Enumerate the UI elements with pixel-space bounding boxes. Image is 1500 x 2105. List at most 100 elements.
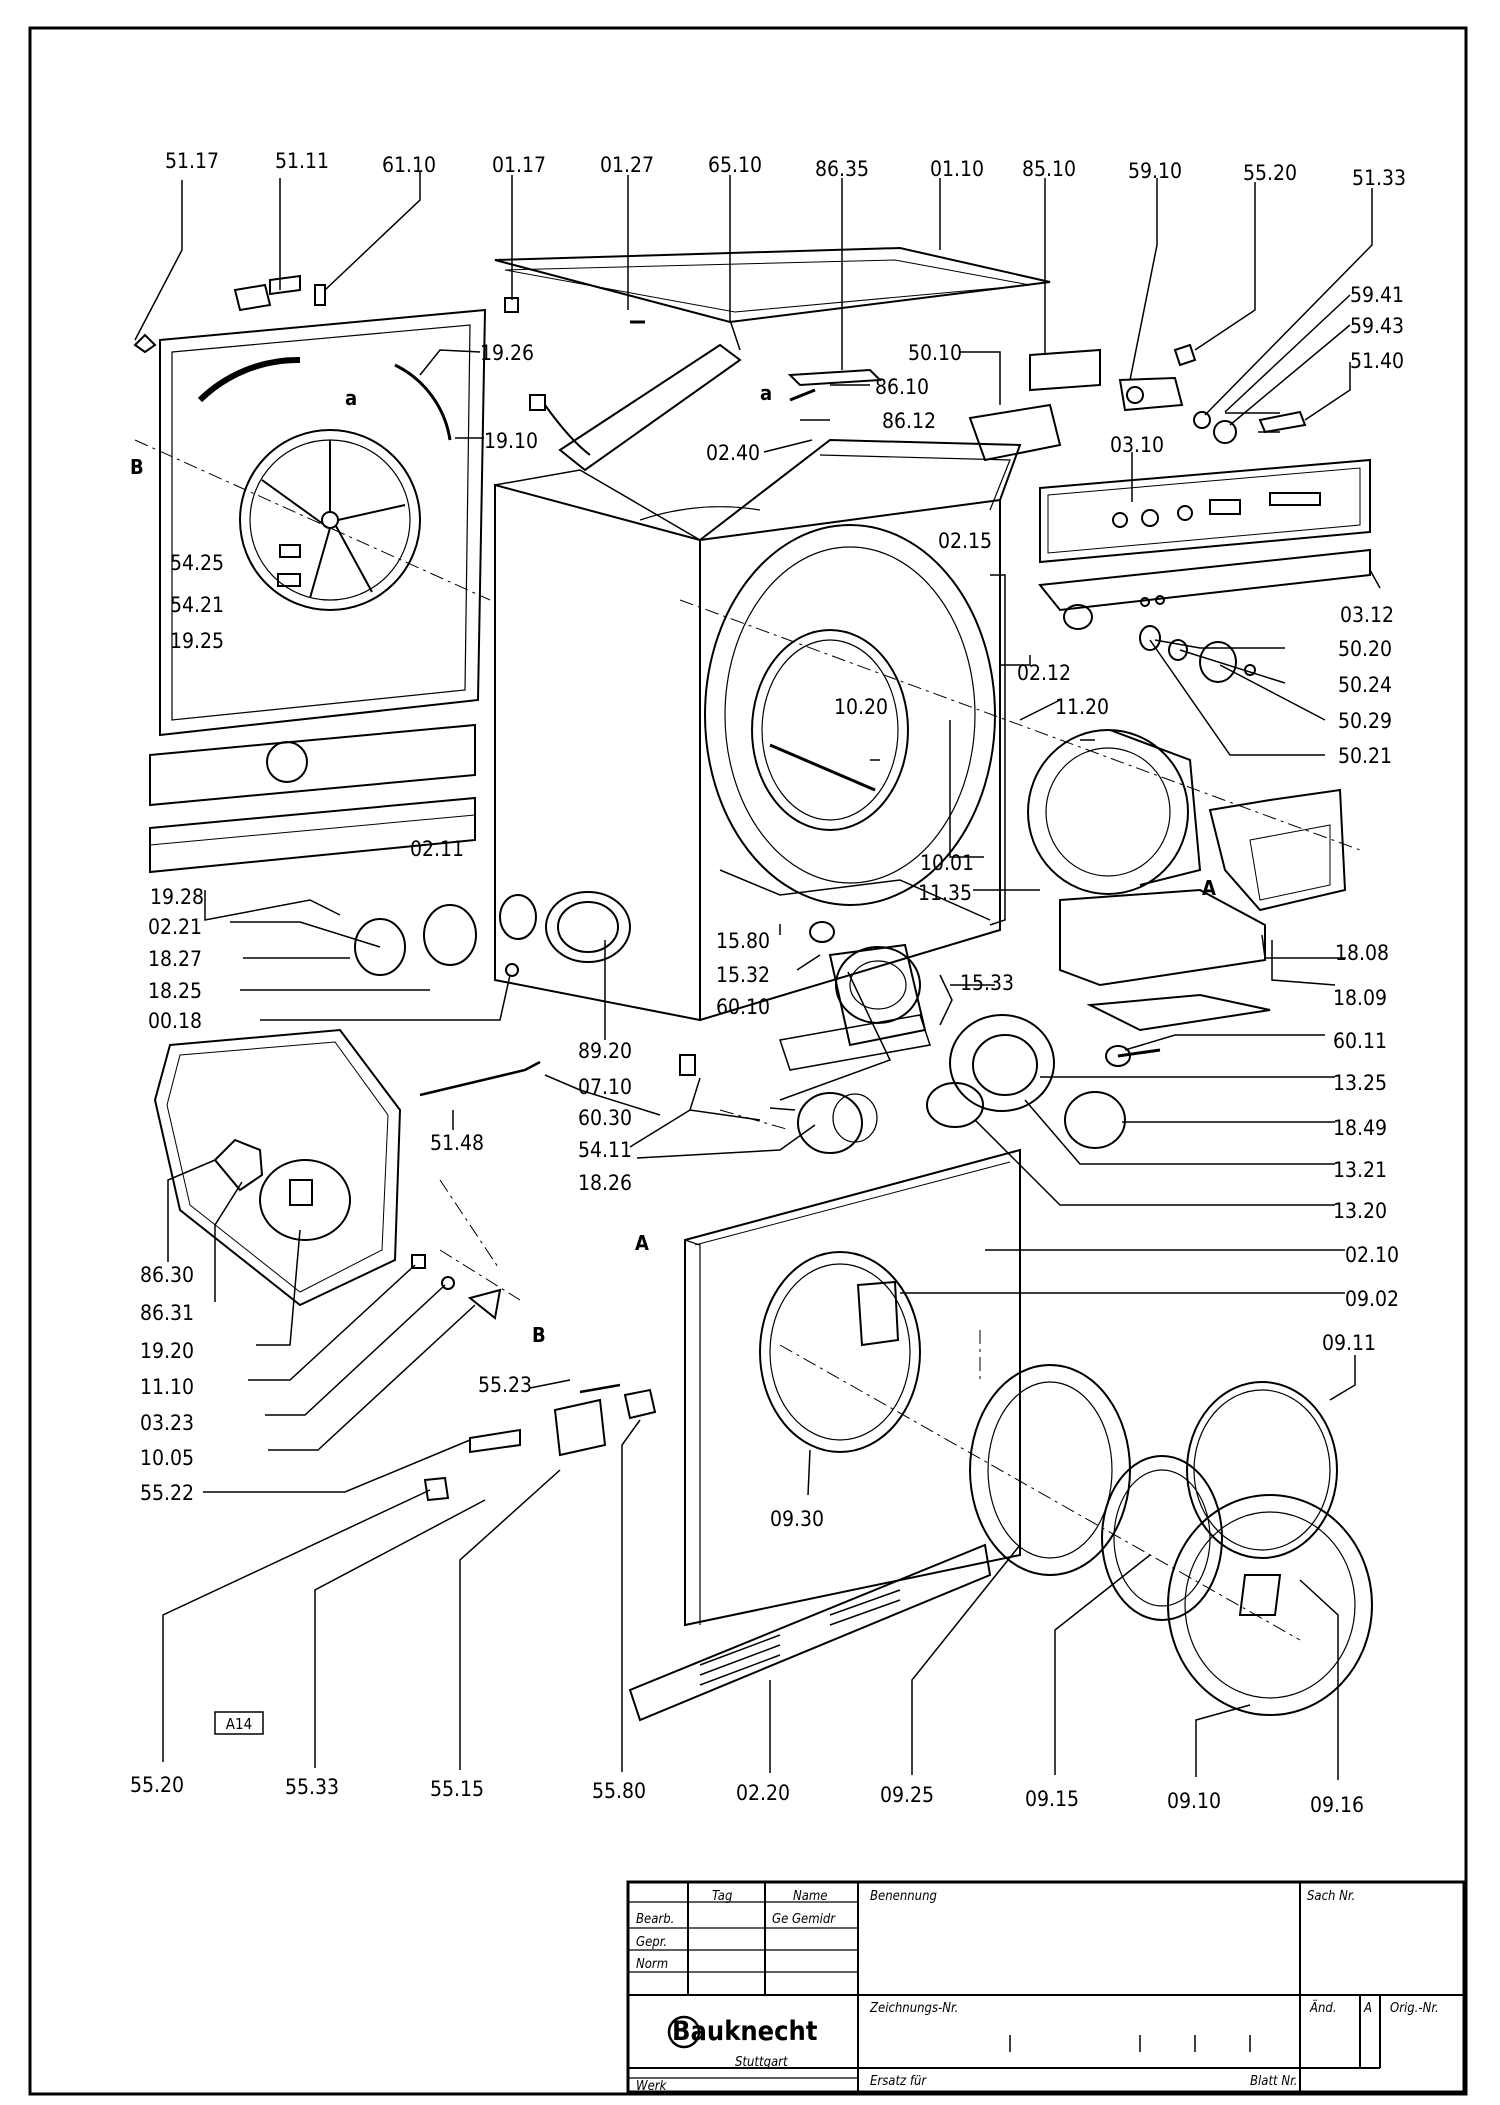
title-block-text: Tag Name Benennung Sach Nr. Bearb. Ge Ge… (636, 1889, 1439, 2094)
label-61.10: 61.10 (382, 153, 436, 177)
label-85.10: 85.10 (1022, 157, 1076, 181)
label-15.33: 15.33 (960, 971, 1014, 995)
label-15.32: 15.32 (716, 963, 770, 987)
label-02.15: 02.15 (938, 529, 992, 553)
label-51.11: 51.11 (275, 149, 329, 173)
leader-lines (134, 172, 1381, 1780)
label-55.23: 55.23 (478, 1373, 532, 1397)
label-60.10: 60.10 (716, 995, 770, 1019)
label-65.10: 65.10 (708, 153, 762, 177)
label-01.27: 01.27 (600, 153, 654, 177)
label-18.09: 18.09 (1333, 986, 1387, 1010)
label-11.35: 11.35 (918, 881, 972, 905)
label-51.17: 51.17 (165, 149, 219, 173)
ref-letter-A-2: A (635, 1231, 649, 1255)
label-55.20: 55.20 (1243, 161, 1297, 185)
label-50.20: 50.20 (1338, 637, 1392, 661)
label-55.15: 55.15 (430, 1777, 484, 1801)
label-01.10: 01.10 (930, 157, 984, 181)
tb-tag: Tag (712, 1889, 732, 1904)
label-89.20: 89.20 (578, 1039, 632, 1063)
label-09.25: 09.25 (880, 1783, 934, 1807)
label-02.10: 02.10 (1345, 1243, 1399, 1267)
label-02.11: 02.11 (410, 837, 464, 861)
label-50.24: 50.24 (1338, 673, 1392, 697)
label-11.10: 11.10 (140, 1375, 194, 1399)
label-55.33: 55.33 (285, 1775, 339, 1799)
tb-benennung: Benennung (870, 1889, 937, 1904)
company-city: Stuttgart (735, 2055, 788, 2070)
label-10.20: 10.20 (834, 695, 888, 719)
label-07.10: 07.10 (578, 1075, 632, 1099)
label-59.10: 59.10 (1128, 159, 1182, 183)
label-11.20: 11.20 (1055, 695, 1109, 719)
label-51.33: 51.33 (1352, 166, 1406, 190)
label-50.10: 50.10 (908, 341, 962, 365)
label-02.12: 02.12 (1017, 661, 1071, 685)
label-54.25: 54.25 (170, 551, 224, 575)
label-03.10: 03.10 (1110, 433, 1164, 457)
label-09.30: 09.30 (770, 1507, 824, 1531)
ref-letter-a-1: a (345, 386, 357, 410)
tb-bearb-name: Ge Gemidr (772, 1912, 836, 1927)
label-09.15: 09.15 (1025, 1787, 1079, 1811)
label-09.02: 09.02 (1345, 1287, 1399, 1311)
sheet-id-box (214, 1711, 264, 1735)
label-19.20: 19.20 (140, 1339, 194, 1363)
label-55.22: 55.22 (140, 1481, 194, 1505)
label-60.30: 60.30 (578, 1106, 632, 1130)
label-18.08: 18.08 (1335, 941, 1389, 965)
label-15.80: 15.80 (716, 929, 770, 953)
label-19.25: 19.25 (170, 629, 224, 653)
label-19.26: 19.26 (480, 341, 534, 365)
label-02.21: 02.21 (148, 915, 202, 939)
tb-norm: Norm (636, 1957, 668, 1972)
label-50.29: 50.29 (1338, 709, 1392, 733)
tb-blatt-nr: Blatt Nr. (1250, 2074, 1297, 2089)
label-54.11: 54.11 (578, 1138, 632, 1162)
tb-ersatz-fuer: Ersatz für (870, 2074, 927, 2089)
label-10.05: 10.05 (140, 1446, 194, 1470)
label-13.21: 13.21 (1333, 1158, 1387, 1182)
label-54.21: 54.21 (170, 593, 224, 617)
tb-gepr: Gepr. (636, 1935, 667, 1950)
label-55.80: 55.80 (592, 1779, 646, 1803)
logo-ring (667, 2015, 701, 2049)
tb-zeichnungs-nr: Zeichnungs-Nr. (869, 2001, 958, 2016)
label-86.12: 86.12 (882, 409, 936, 433)
label-55.20-bottom: 55.20 (130, 1773, 184, 1797)
label-03.23: 03.23 (140, 1411, 194, 1435)
label-60.11: 60.11 (1333, 1029, 1387, 1053)
part-number-labels: 51.17 51.11 61.10 01.17 01.27 65.10 86.3… (130, 149, 1406, 1817)
label-51.48: 51.48 (430, 1131, 484, 1155)
label-86.31: 86.31 (140, 1301, 194, 1325)
label-00.18: 00.18 (148, 1009, 202, 1033)
label-19.28: 19.28 (150, 885, 204, 909)
label-50.21: 50.21 (1338, 744, 1392, 768)
sheet-id: A14 (226, 1715, 252, 1733)
label-18.26: 18.26 (578, 1171, 632, 1195)
label-09.11: 09.11 (1322, 1331, 1376, 1355)
label-86.35: 86.35 (815, 157, 869, 181)
tb-werk: Werk (636, 2079, 668, 2094)
label-59.41: 59.41 (1350, 283, 1404, 307)
reference-letters: a a B A A B (130, 381, 1216, 1347)
tb-aend: Änd. (1309, 2000, 1337, 2016)
label-13.25: 13.25 (1333, 1071, 1387, 1095)
ref-letter-B-1: B (130, 455, 144, 479)
label-86.10: 86.10 (875, 375, 929, 399)
label-02.40: 02.40 (706, 441, 760, 465)
title-block (626, 1880, 1466, 2094)
label-18.49: 18.49 (1333, 1116, 1387, 1140)
drawing-frame (28, 26, 1468, 2096)
label-09.16: 09.16 (1310, 1793, 1364, 1817)
tb-aend-letter: A (1363, 2001, 1372, 2016)
tb-orig-nr: Orig.-Nr. (1390, 2001, 1439, 2016)
label-19.10: 19.10 (484, 429, 538, 453)
label-51.40: 51.40 (1350, 349, 1404, 373)
label-18.25: 18.25 (148, 979, 202, 1003)
label-09.10: 09.10 (1167, 1789, 1221, 1813)
label-86.30: 86.30 (140, 1263, 194, 1287)
label-01.17: 01.17 (492, 153, 546, 177)
